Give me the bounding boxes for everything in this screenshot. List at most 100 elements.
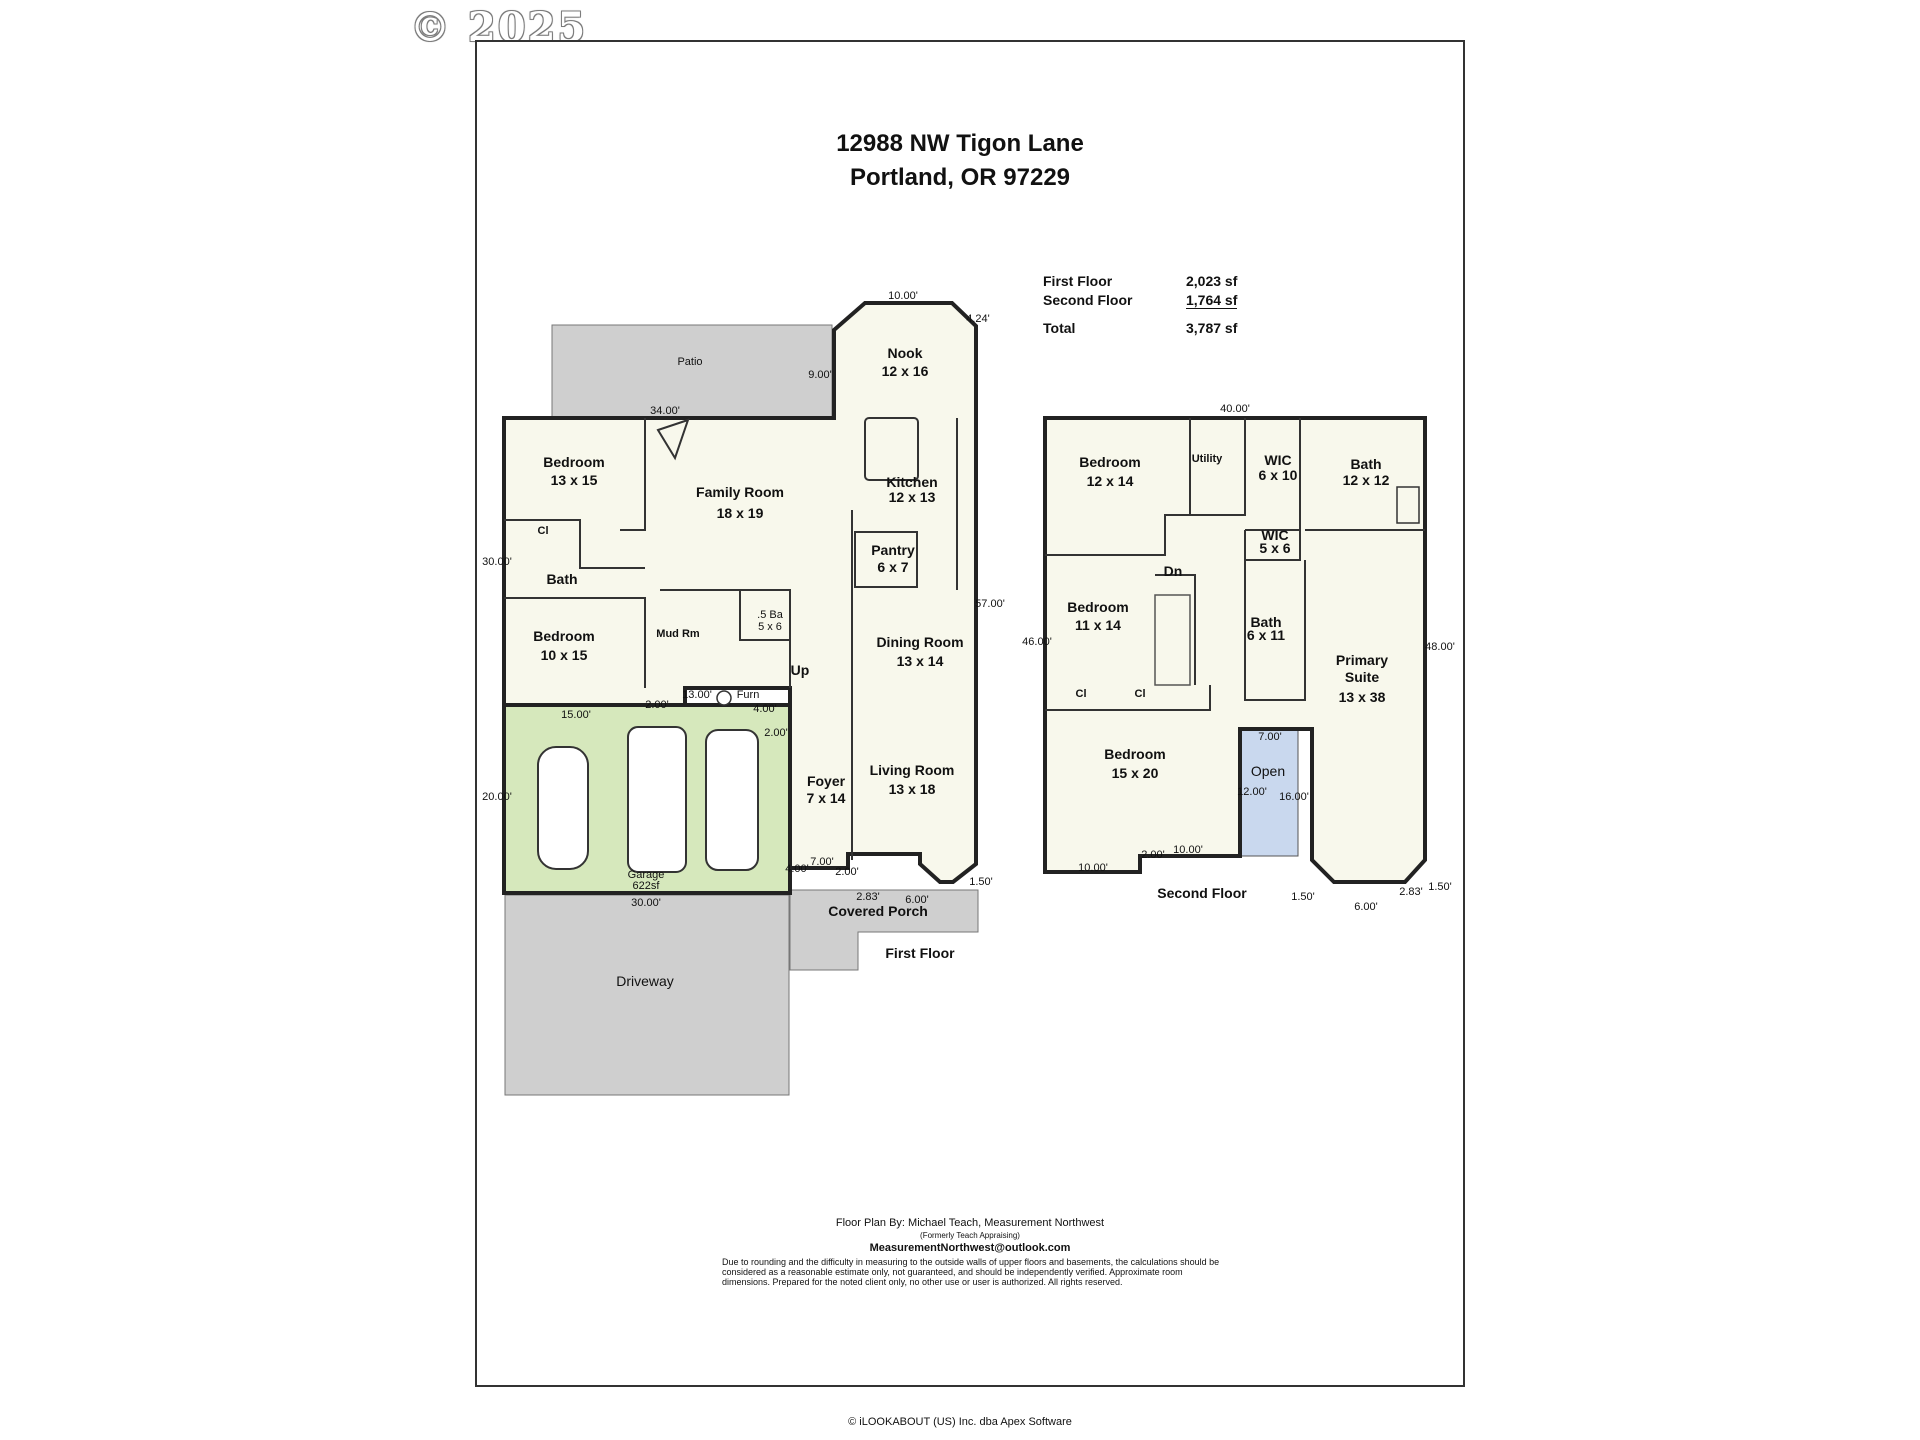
dim-upper-right: 48.00' xyxy=(1425,641,1455,653)
closet-label-3: Cl xyxy=(1135,688,1146,700)
bedroom1-upper-wall xyxy=(1045,418,1191,556)
bath-name: Bath xyxy=(546,571,577,587)
dim-garage-width: 15.00' xyxy=(561,709,591,721)
second-floor-interior xyxy=(1045,418,1425,882)
area-label-second: Second Floor xyxy=(1043,292,1133,308)
upper-bedroom1-size: 12 x 14 xyxy=(1087,473,1134,489)
dim-upper-left: 46.00' xyxy=(1022,636,1052,648)
utility-name: Utility xyxy=(1192,453,1223,465)
kitchen-island xyxy=(864,417,919,481)
bedroom2-name: Bedroom xyxy=(533,628,594,644)
pantry-size: 6 x 7 xyxy=(877,559,908,575)
bath-wall xyxy=(504,519,645,569)
dim-mud-gap: 2.00' xyxy=(645,699,669,711)
truck-2 xyxy=(627,726,687,873)
family-room-size: 18 x 19 xyxy=(717,505,764,521)
credit-email: MeasurementNorthwest@outlook.com xyxy=(869,1242,1071,1254)
mud-room-label: Mud Rm xyxy=(656,628,700,640)
open-label: Open xyxy=(1251,763,1285,779)
dim-upper-step: 2.00' xyxy=(1141,849,1165,861)
living-room-name: Living Room xyxy=(870,762,955,778)
dim-stair-b: 2.00' xyxy=(764,727,788,739)
mudroom-wall xyxy=(660,589,791,688)
furnace-symbol xyxy=(716,690,732,706)
dim-nook-corner: 4.24' xyxy=(966,313,990,325)
closet-label-2: Cl xyxy=(1076,688,1087,700)
address-line-2: Portland, OR 97229 xyxy=(849,164,1071,191)
dim-patio-side: 9.00' xyxy=(808,369,832,381)
upper-bedroom2-size: 11 x 14 xyxy=(1075,617,1121,633)
wic1-name: WIC xyxy=(1264,452,1291,468)
living-room-size: 13 x 18 xyxy=(889,781,936,797)
primary-suite-name: Primary xyxy=(1336,652,1388,668)
upper-bath1-name: Bath xyxy=(1350,456,1381,472)
primary-suite-name-2: Suite xyxy=(1345,669,1379,685)
upper-bath2-size: 6 x 11 xyxy=(1247,627,1285,643)
software-footer: © iLOOKABOUT (US) Inc. dba Apex Software xyxy=(848,1416,1072,1428)
bedroom2-wall xyxy=(504,597,646,688)
driveway-area xyxy=(504,894,790,1096)
dim-bay-corner: 2.83' xyxy=(856,891,880,903)
primary-suite-size: 13 x 38 xyxy=(1339,689,1386,705)
dining-room-name: Dining Room xyxy=(876,634,963,650)
credit-formerly: (Formerly Teach Appraising) xyxy=(920,1231,1020,1240)
patio-label: Patio xyxy=(677,356,702,368)
area-value-second: 1,764 sf xyxy=(1186,292,1238,309)
upper-bath1-size: 12 x 12 xyxy=(1343,472,1390,488)
bath2-wall xyxy=(1244,560,1306,701)
dim-upper-bay-front: 6.00' xyxy=(1354,901,1378,913)
bedroom1-wall xyxy=(620,418,646,531)
dim-upper-bay-corner: 2.83' xyxy=(1399,886,1423,898)
foyer-name: Foyer xyxy=(807,773,846,789)
second-floor-label: Second Floor xyxy=(1157,885,1247,901)
dim-open-width: 7.00' xyxy=(1258,731,1282,743)
dim-garage-bottom: 30.00' xyxy=(631,897,661,909)
down-stair-label: Dn xyxy=(1164,563,1183,579)
dining-room-size: 13 x 14 xyxy=(897,653,944,669)
garage-size: 622sf xyxy=(633,880,661,892)
address-line-1: 12988 NW Tigon Lane xyxy=(836,130,1084,157)
dim-house-top: 34.00' xyxy=(650,405,680,417)
area-label-first: First Floor xyxy=(1043,273,1113,289)
wic1-size: 6 x 10 xyxy=(1259,467,1298,483)
driveway-label: Driveway xyxy=(616,973,674,989)
upper-bedroom3-size: 15 x 20 xyxy=(1112,765,1159,781)
kitchen-size: 12 x 13 xyxy=(889,489,936,505)
bedroom2-size: 10 x 15 xyxy=(541,647,588,663)
upper-bath2-name: Bath xyxy=(1250,614,1281,630)
dim-upper-top: 40.00' xyxy=(1220,403,1250,415)
bedroom2-upper-wall xyxy=(1045,685,1211,711)
wic2-wall xyxy=(1244,530,1301,561)
family-room-name: Family Room xyxy=(696,484,784,500)
area-value-first: 2,023 sf xyxy=(1186,273,1238,289)
furnace-label: Furn xyxy=(737,689,760,701)
dim-porch-a: 7.00' xyxy=(810,856,834,868)
dim-upper-bay-a: 1.50' xyxy=(1291,891,1315,903)
dim-upper-bay-b: 1.50' xyxy=(1428,881,1452,893)
dim-garage-side: 20.00' xyxy=(482,791,512,803)
kitchen-name: Kitchen xyxy=(886,474,937,490)
stair-wall xyxy=(1155,574,1196,685)
fireplace xyxy=(656,418,690,461)
car-3 xyxy=(705,729,759,871)
dim-nook-top: 10.00' xyxy=(888,290,918,302)
half-bath-name: .5 Ba xyxy=(757,609,784,621)
dim-left-side: 30.00' xyxy=(482,556,512,568)
bedroom1-name: Bedroom xyxy=(543,454,604,470)
second-floor-outer-wall xyxy=(1043,416,1427,884)
utility-wall xyxy=(1190,418,1246,516)
nook-size: 12 x 16 xyxy=(882,363,929,379)
dim-bay-front: 6.00' xyxy=(905,894,929,906)
wic2-size: 5 x 6 xyxy=(1259,540,1290,556)
covered-porch-area xyxy=(789,889,979,971)
car-1 xyxy=(537,746,589,870)
dim-open-a: 12.00' xyxy=(1237,786,1267,798)
open-area xyxy=(1239,728,1299,857)
patio-area xyxy=(551,324,833,419)
nook-name: Nook xyxy=(888,345,923,361)
dim-porch-b: 4.00' xyxy=(785,863,809,875)
dim-bay-side: 1.50' xyxy=(969,876,993,888)
disclaimer-text: Due to rounding and the difficulty in me… xyxy=(722,1257,1220,1287)
